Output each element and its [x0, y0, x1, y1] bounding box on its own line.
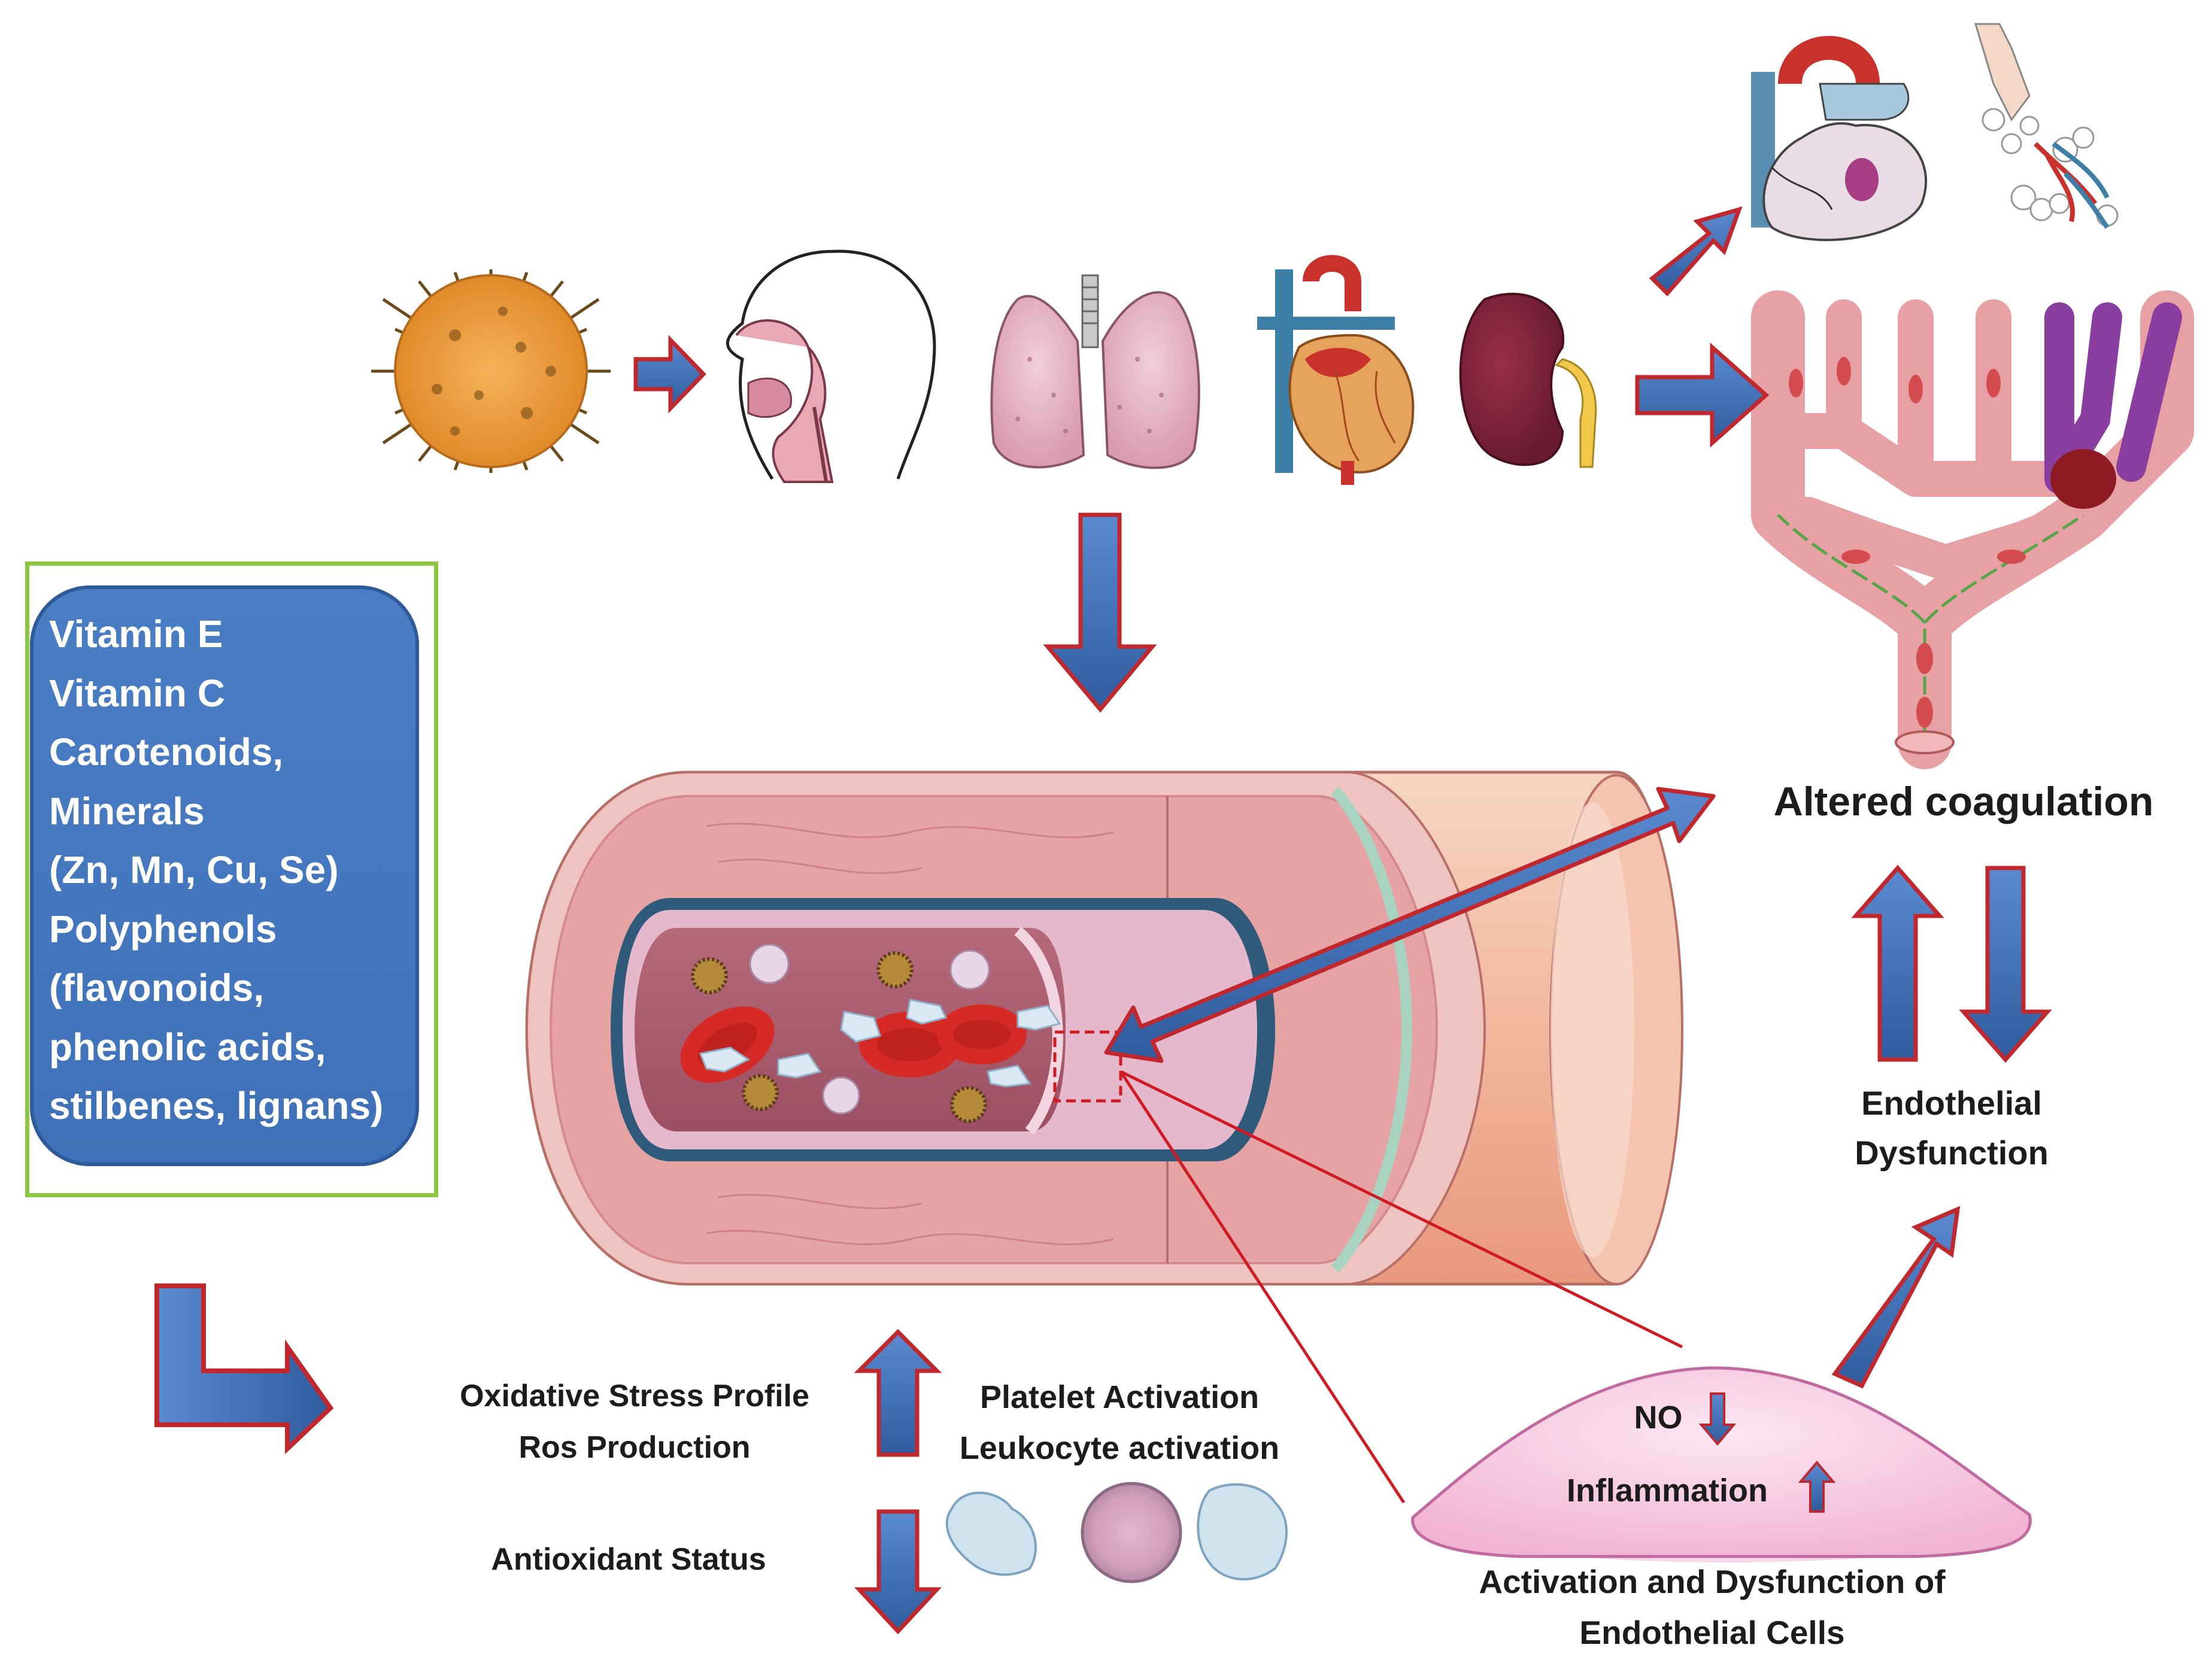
virus-icon	[371, 269, 611, 473]
l-arrow-icon	[154, 1283, 334, 1455]
supplement-flavonoids: (flavonoids,	[49, 966, 265, 1009]
zoom-lines	[1119, 1070, 1683, 1504]
head-airway-icon	[726, 250, 936, 483]
arrow-down-to-vessel	[1043, 512, 1157, 713]
leukocyte-group	[749, 943, 990, 1115]
endothelial-cells-label-2: Endothelial Cells	[1579, 1614, 1845, 1651]
no-label: NO	[1634, 1400, 1683, 1436]
supplement-vitamin-e: Vitamin E	[49, 612, 223, 656]
inflammation-label: Inflammation	[1566, 1473, 1768, 1509]
kidney-icon	[1459, 293, 1597, 468]
arrow-down-to-dysfunction	[1959, 866, 2052, 1063]
oxidative-stress-label: Oxidative Stress Profile	[460, 1379, 809, 1413]
monocyte-icon	[1081, 1482, 1182, 1583]
no-down-arrow	[1698, 1392, 1737, 1446]
antioxidant-status-label: Antioxidant Status	[491, 1542, 766, 1577]
blood-vessel-icon	[525, 770, 1683, 1286]
supplement-carotenoids: Carotenoids,	[49, 730, 284, 773]
supplement-phenolic-acids: phenolic acids,	[49, 1025, 326, 1069]
oxidative-up-arrow	[854, 1329, 942, 1457]
supplement-box: Vitamin E Vitamin C Carotenoids, Mineral…	[30, 585, 419, 1166]
arrow-to-capillaries	[1635, 342, 1770, 448]
arrow-to-heart-lungs	[1649, 206, 1743, 297]
supplement-stilbenes-lignans: stilbenes, lignans)	[49, 1084, 384, 1127]
heart-icon	[1257, 255, 1415, 485]
lungs-icon	[990, 274, 1200, 469]
supplement-minerals: Minerals	[49, 789, 205, 833]
endothelial-cell-icon	[1411, 1366, 2032, 1562]
activated-platelet-icon	[945, 1491, 1037, 1576]
virus-particles	[691, 951, 987, 1123]
endothelial-dysfunction-label-2: Dysfunction	[1855, 1134, 2049, 1172]
arrow-virus-to-head	[633, 335, 706, 414]
alveoli-icon	[1974, 23, 2119, 229]
endothelial-cells-label-1: Activation and Dysfunction of	[1479, 1563, 1946, 1600]
inflammation-up-arrow	[1798, 1460, 1836, 1513]
arrow-up-to-coagulation	[1851, 864, 1944, 1062]
double-arrow-vessel-coagulation	[1104, 787, 1716, 1063]
endothelial-dysfunction-label-1: Endothelial	[1861, 1084, 2042, 1122]
platelet-activation-label: Platelet Activation	[979, 1379, 1260, 1415]
supplement-frame	[25, 562, 438, 1197]
activated-leukocyte-icon	[1197, 1483, 1288, 1581]
antioxidant-down-arrow	[854, 1509, 942, 1635]
capillary-network-icon	[1751, 290, 2194, 769]
arrow-cell-to-dysfunction	[1831, 1206, 1961, 1389]
heart-small-icon	[1751, 36, 1927, 241]
leukocyte-activation-label: Leukocyte activation	[959, 1430, 1280, 1466]
supplement-minerals-list: (Zn, Mn, Cu, Se)	[49, 848, 339, 891]
ros-production-label: Ros Production	[518, 1430, 751, 1465]
platelet-group	[699, 999, 1061, 1088]
altered-coagulation-label: Altered coagulation	[1773, 779, 2154, 824]
supplement-polyphenols: Polyphenols	[49, 907, 277, 951]
supplement-list: Vitamin E Vitamin C Carotenoids, Mineral…	[49, 605, 383, 1136]
supplement-vitamin-c: Vitamin C	[49, 671, 225, 715]
